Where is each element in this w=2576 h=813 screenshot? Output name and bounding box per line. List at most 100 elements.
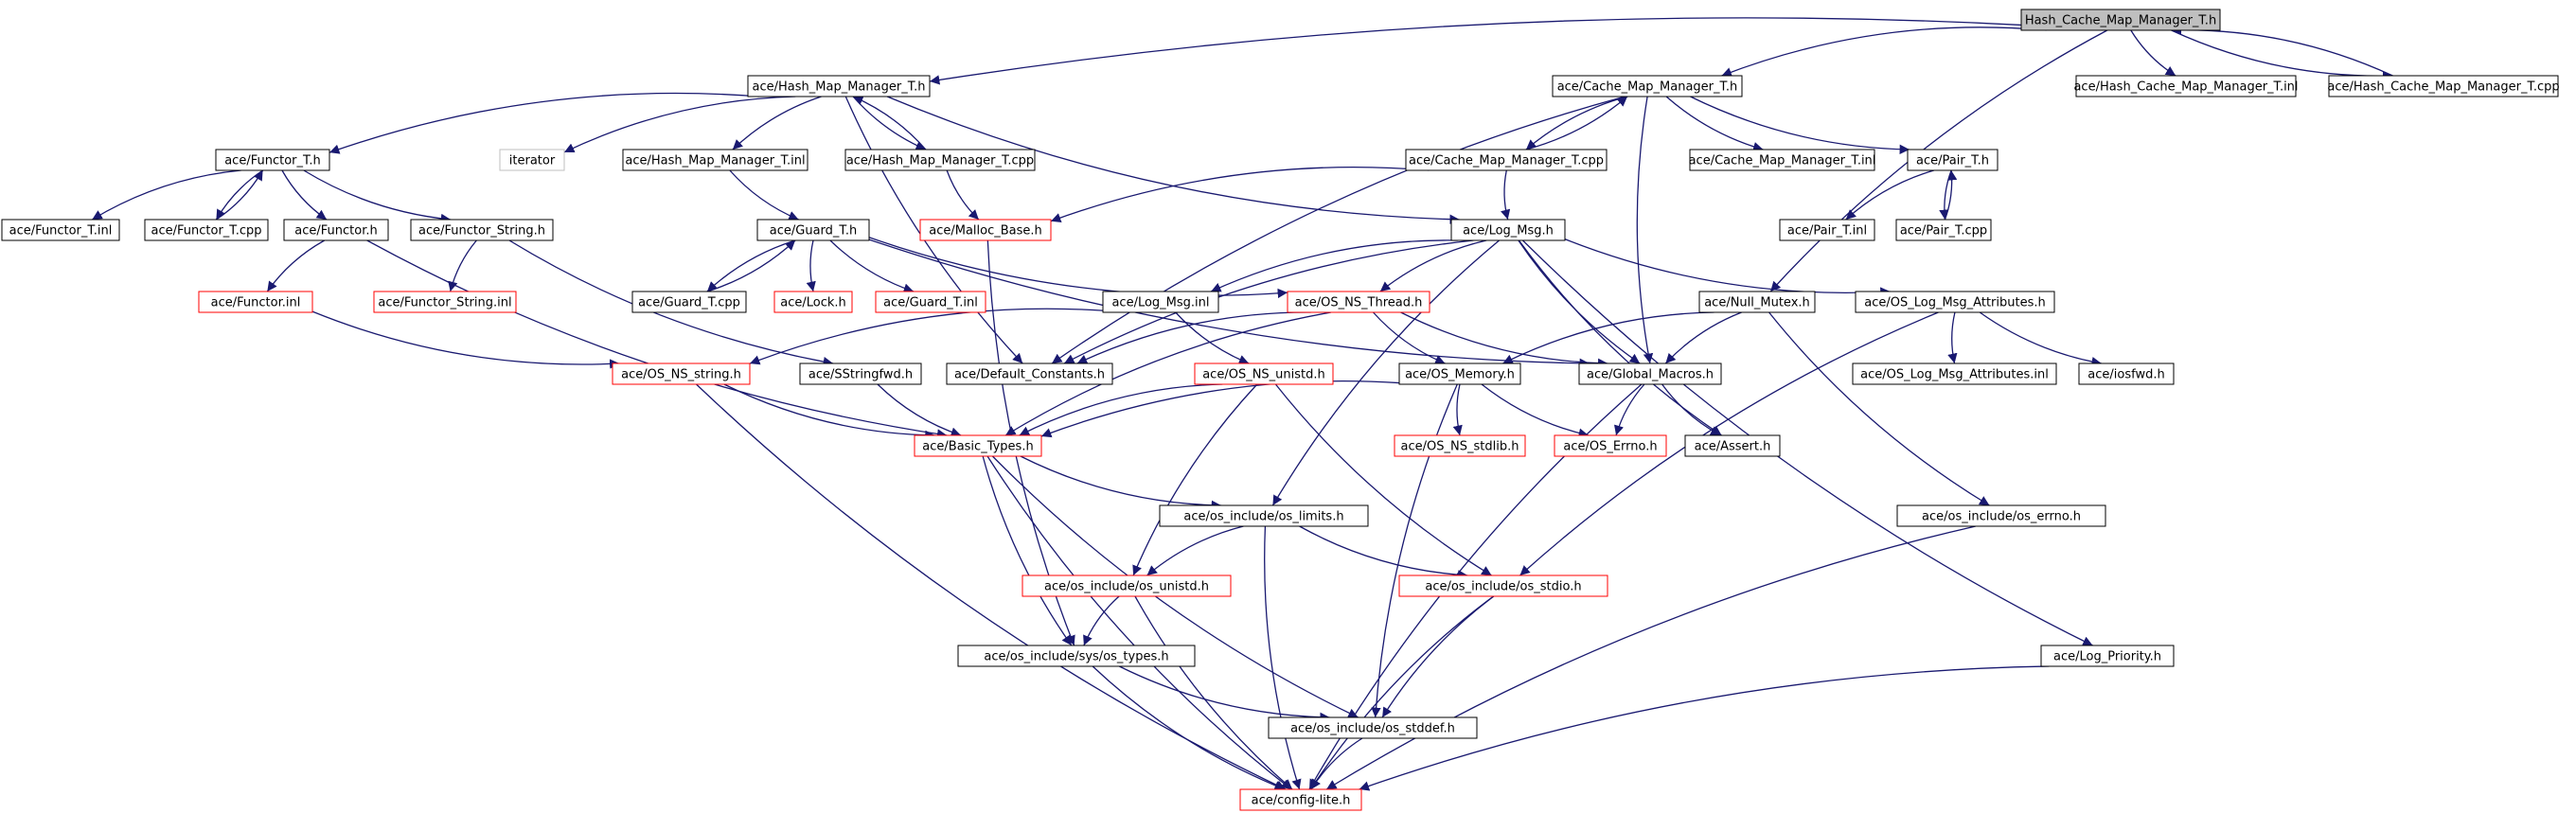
edge-hmm_inl-to-guard_h — [729, 169, 799, 221]
node-global_macros[interactable]: ace/Global_Macros.h — [1578, 362, 1722, 385]
node-box — [283, 219, 389, 241]
node-os_log_msg_attr_h[interactable]: ace/OS_Log_Msg_Attributes.h — [1855, 291, 2055, 313]
node-pair_cpp[interactable]: ace/Pair_T.cpp — [1895, 219, 1992, 241]
node-functor_t_cpp[interactable]: ace/Functor_T.cpp — [144, 219, 269, 241]
edge-os_inc_errno-to-config_lite — [1325, 525, 1977, 790]
node-guard_h[interactable]: ace/Guard_T.h — [756, 219, 870, 241]
node-cmm_h[interactable]: ace/Cache_Map_Manager_T.h — [1552, 75, 1743, 97]
node-hcmm_cpp[interactable]: ace/Hash_Cache_Map_Manager_T.cpp — [2327, 75, 2560, 97]
node-os_ns_unistd[interactable]: ace/OS_NS_unistd.h — [1194, 362, 1334, 385]
node-hmm_h[interactable]: ace/Hash_Map_Manager_T.h — [747, 75, 931, 97]
node-label: ace/Log_Msg.inl — [1111, 296, 1209, 310]
node-box — [1895, 219, 1992, 241]
node-box — [1287, 291, 1430, 313]
node-iosfwd[interactable]: ace/iosfwd.h — [2078, 362, 2175, 385]
node-hcmm_inl[interactable]: ace/Hash_Cache_Map_Manager_T.inl — [2073, 75, 2299, 97]
node-box — [631, 291, 747, 313]
edge-n0-to-hmm_h — [929, 17, 2022, 85]
node-n0[interactable]: Hash_Cache_Map_Manager_T.h — [2020, 9, 2221, 31]
node-box — [1102, 291, 1219, 313]
edge-cmm_h-to-global_macros — [1636, 96, 1654, 364]
node-os_log_msg_attr_inl[interactable]: ace/OS_Log_Msg_Attributes.inl — [1852, 362, 2057, 385]
edge-os_memory-to-basic_types — [1040, 380, 1400, 438]
node-functor_string_h[interactable]: ace/Functor_String.h — [410, 219, 554, 241]
node-os_memory[interactable]: ace/OS_Memory.h — [1398, 362, 1521, 385]
node-box — [957, 645, 1196, 667]
node-box — [622, 149, 808, 171]
node-label: ace/os_include/os_errno.h — [1922, 510, 2081, 524]
edge-functor_t_h-to-functor_t_inl — [91, 169, 241, 221]
node-basic_types[interactable]: ace/Basic_Types.h — [914, 434, 1042, 457]
node-os_stdio[interactable]: ace/os_include/os_stdio.h — [1398, 574, 1608, 597]
node-null_mutex[interactable]: ace/Null_Mutex.h — [1698, 291, 1816, 313]
node-box — [2040, 645, 2175, 667]
node-functor_inl[interactable]: ace/Functor.inl — [198, 291, 313, 313]
node-os_ns_thread[interactable]: ace/OS_NS_Thread.h — [1287, 291, 1430, 313]
node-guard_inl[interactable]: ace/Guard_T.inl — [875, 291, 986, 313]
node-box — [1022, 574, 1232, 597]
node-functor_t_h[interactable]: ace/Functor_T.h — [215, 149, 330, 171]
node-os_limits[interactable]: ace/os_include/os_limits.h — [1159, 504, 1369, 527]
node-functor_h[interactable]: ace/Functor.h — [283, 219, 389, 241]
node-log_msg_inl[interactable]: ace/Log_Msg.inl — [1102, 291, 1219, 313]
node-label: ace/Pair_T.h — [1916, 154, 1989, 168]
node-sstringfwd[interactable]: ace/SStringfwd.h — [799, 362, 922, 385]
edge-os_memory-to-os_errno_h — [1481, 383, 1590, 438]
node-log_msg_h[interactable]: ace/Log_Msg.h — [1450, 219, 1566, 241]
edge-functor_t_h-to-functor_h — [281, 169, 328, 221]
node-label: ace/Hash_Cache_Map_Manager_T.inl — [2073, 80, 2298, 95]
node-cmm_cpp[interactable]: ace/Cache_Map_Manager_T.cpp — [1405, 149, 1608, 171]
node-label: ace/Guard_T.h — [770, 224, 857, 239]
node-box — [1896, 504, 2106, 527]
node-label: ace/Log_Msg.h — [1463, 224, 1554, 239]
node-label: ace/OS_NS_stdlib.h — [1401, 440, 1519, 454]
node-pair_h[interactable]: ace/Pair_T.h — [1907, 149, 1999, 171]
edge-log_msg_h-to-log_priority — [1522, 239, 2093, 646]
node-box — [844, 149, 1036, 171]
edge-sys_os_types-to-config_lite — [1092, 665, 1286, 790]
node-iterator[interactable]: iterator — [499, 149, 565, 171]
node-label: ace/os_include/os_unistd.h — [1044, 580, 1209, 594]
node-config_lite[interactable]: ace/config-lite.h — [1239, 788, 1362, 811]
node-hmm_inl[interactable]: ace/Hash_Map_Manager_T.inl — [622, 149, 808, 171]
node-os_inc_errno[interactable]: ace/os_include/os_errno.h — [1896, 504, 2106, 527]
node-log_priority[interactable]: ace/Log_Priority.h — [2040, 645, 2175, 667]
edge-guard_h-to-lock_h — [806, 239, 816, 292]
node-box — [875, 291, 986, 313]
node-sys_os_types[interactable]: ace/os_include/sys/os_types.h — [957, 645, 1196, 667]
edge-os_ns_thread-to-global_macros — [1400, 311, 1608, 368]
node-functor_t_inl[interactable]: ace/Functor_T.inl — [1, 219, 120, 241]
edge-os_limits-to-os_stdio — [1299, 525, 1468, 580]
edge-global_macros-to-os_errno_h — [1613, 383, 1645, 436]
node-box — [1159, 504, 1369, 527]
node-assert_h[interactable]: ace/Assert.h — [1684, 434, 1781, 457]
edge-functor_string_h-to-sstringfwd — [508, 239, 834, 367]
node-malloc_base[interactable]: ace/Malloc_Base.h — [919, 219, 1052, 241]
node-box — [612, 362, 751, 385]
node-os_stddef[interactable]: ace/os_include/os_stddef.h — [1268, 716, 1478, 739]
edge-n0-to-null_mutex — [1769, 29, 2108, 292]
node-default_constants[interactable]: ace/Default_Constants.h — [946, 362, 1113, 385]
edge-hcmm_cpp-to-n0 — [2171, 25, 2393, 77]
node-os_ns_string[interactable]: ace/OS_NS_string.h — [612, 362, 751, 385]
edge-os_ns_thread-to-os_memory — [1373, 311, 1446, 364]
node-label: ace/Basic_Types.h — [922, 440, 1033, 454]
node-label: ace/os_include/sys/os_types.h — [984, 650, 1168, 664]
node-box — [1450, 219, 1566, 241]
node-os_errno_h[interactable]: ace/OS_Errno.h — [1554, 434, 1667, 457]
node-cmm_inl[interactable]: ace/Cache_Map_Manager_T.inl — [1689, 149, 1876, 171]
edge-os_ns_string-to-basic_types — [723, 383, 935, 441]
node-box — [1855, 291, 2055, 313]
node-os_unistd[interactable]: ace/os_include/os_unistd.h — [1022, 574, 1232, 597]
node-label: ace/Default_Constants.h — [954, 368, 1105, 382]
node-label: ace/OS_Memory.h — [1405, 368, 1515, 382]
node-pair_inl[interactable]: ace/Pair_T.inl — [1779, 219, 1875, 241]
node-os_ns_stdlib[interactable]: ace/OS_NS_stdlib.h — [1394, 434, 1526, 457]
edge-os_log_msg_attr_h-to-os_stdio — [1519, 311, 1939, 576]
node-hmm_cpp[interactable]: ace/Hash_Map_Manager_T.cpp — [844, 149, 1036, 171]
node-guard_cpp[interactable]: ace/Guard_T.cpp — [631, 291, 747, 313]
node-label: ace/Hash_Map_Manager_T.cpp — [846, 154, 1034, 168]
node-functor_string_inl[interactable]: ace/Functor_String.inl — [373, 291, 517, 313]
node-lock_h[interactable]: ace/Lock.h — [773, 291, 853, 313]
edge-log_msg_h-to-default_constants — [1063, 239, 1474, 364]
